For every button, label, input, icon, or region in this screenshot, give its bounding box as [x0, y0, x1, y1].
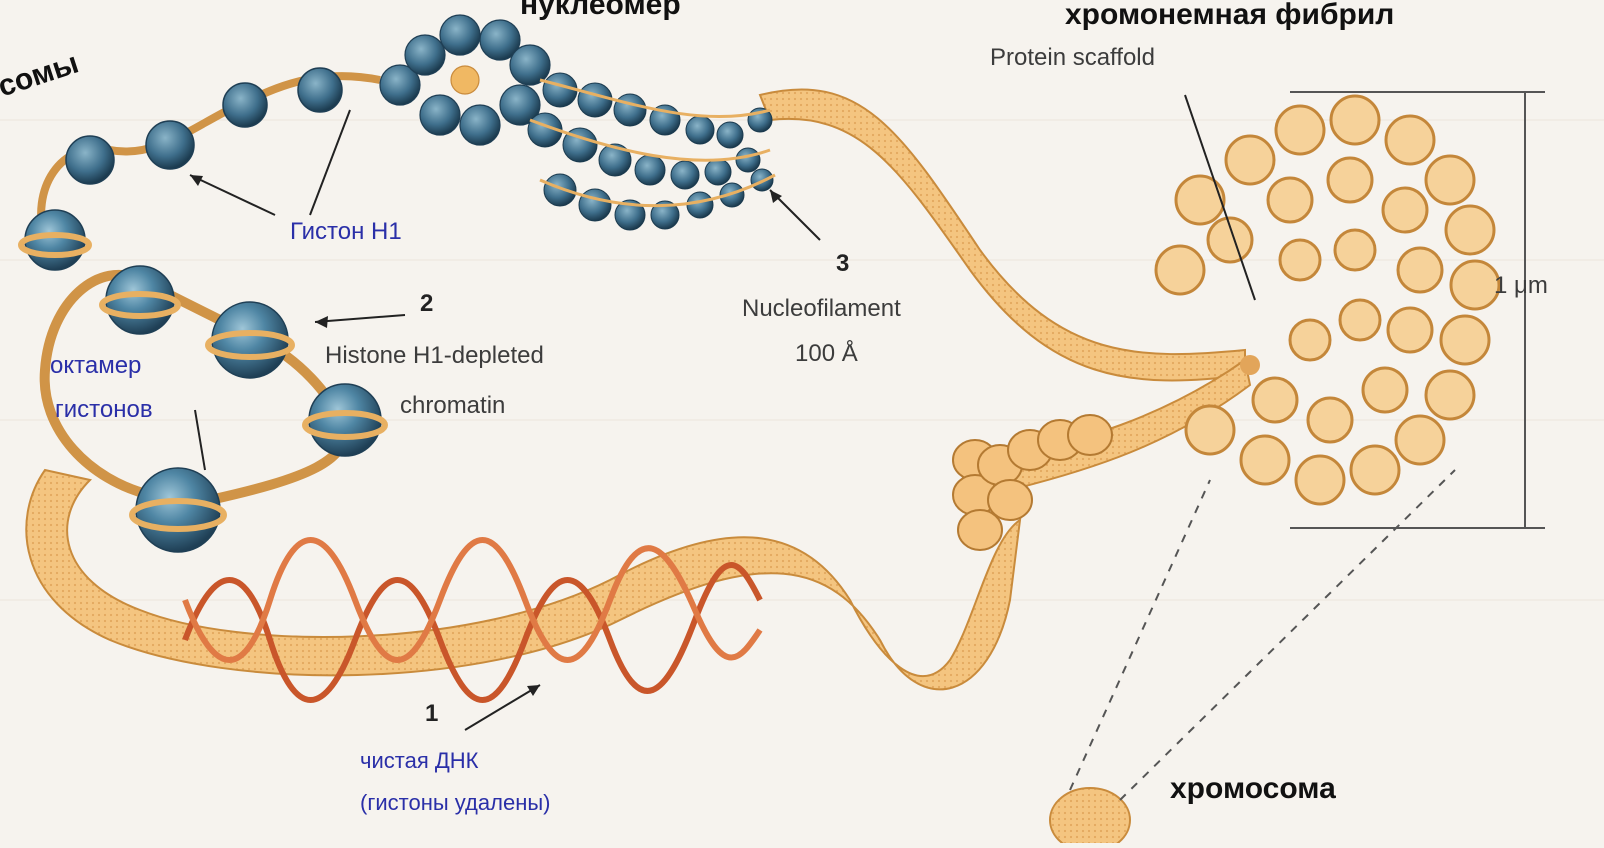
nucleomer-rosette — [380, 15, 550, 145]
label-h1-depleted-line1: Histone H1-depleted — [325, 342, 544, 370]
label-pure-dna-line2: (гистоны удалены) — [360, 790, 550, 816]
label-chromonemal-fibril: хромонемная фибрил — [1065, 0, 1394, 32]
label-octamer-line1: октамер — [50, 352, 141, 380]
label-pure-dna-line1: чистая ДНК — [360, 748, 478, 774]
nucleosome-bead — [66, 136, 114, 184]
dna-double-helix — [185, 540, 760, 700]
scaffold-center — [1240, 355, 1260, 375]
nucleosome-bead — [136, 468, 220, 552]
nucleosome-bead — [146, 121, 194, 169]
label-100a: 100 Å — [795, 340, 858, 368]
label-chromosome: хромосома — [1170, 772, 1336, 806]
label-nucleomer: нуклеомер — [520, 0, 681, 22]
chromonema-loops — [1156, 96, 1499, 504]
label-histone-h1: Гистон H1 — [290, 218, 402, 246]
label-step-3: 3 — [836, 250, 849, 278]
nucleosome-bead — [309, 384, 381, 456]
linker-dna — [45, 275, 344, 500]
label-octamer-line2: гистонов — [55, 396, 153, 424]
label-step-2: 2 — [420, 290, 433, 318]
label-h1-depleted-line2: chromatin — [400, 392, 505, 420]
label-step-1: 1 — [425, 700, 438, 728]
chromosome-shape — [1050, 788, 1130, 843]
nucleosome-bead — [106, 266, 174, 334]
label-nucleofilament: Nucleofilament — [742, 295, 901, 323]
nucleosome-bead — [212, 302, 288, 378]
label-1um: 1 μm — [1494, 272, 1548, 300]
nucleosome-bead — [298, 68, 342, 112]
projection-lines — [1070, 470, 1455, 800]
fiber-band-upper — [760, 89, 1245, 380]
label-protein-scaffold: Protein scaffold — [990, 44, 1155, 72]
nucleosome-bead — [223, 83, 267, 127]
